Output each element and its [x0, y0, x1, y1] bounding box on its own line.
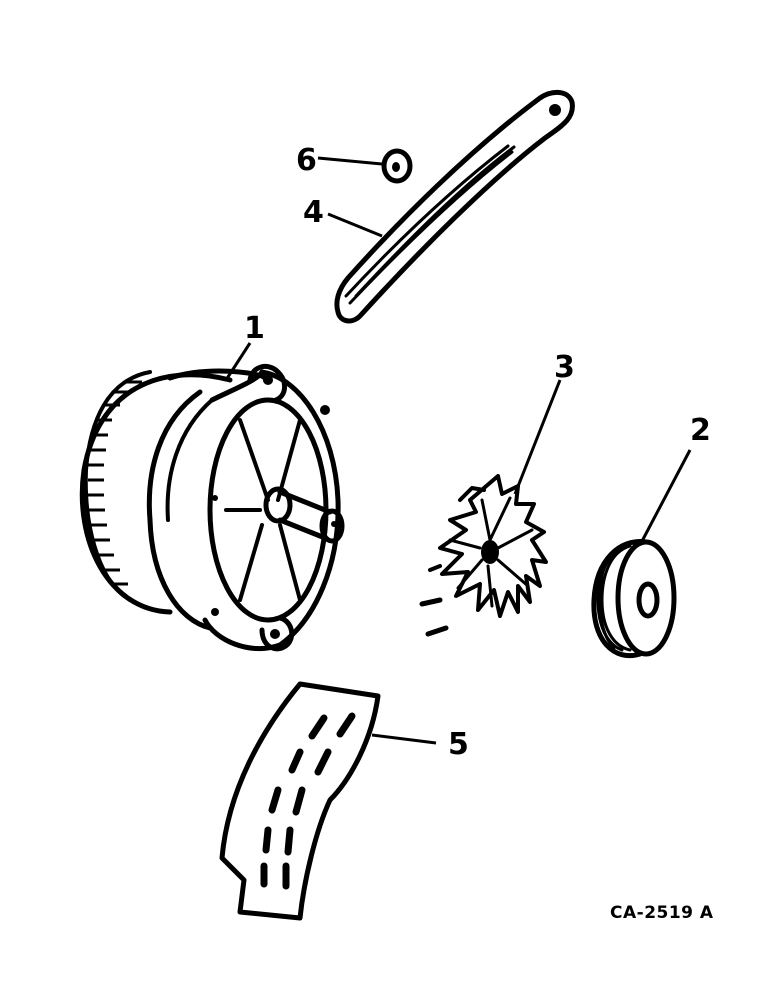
leader-5	[371, 733, 437, 745]
shield-icon[interactable]	[219, 681, 381, 921]
alternator-icon[interactable]	[79, 363, 345, 652]
leader-lines	[224, 156, 692, 745]
fan-icon[interactable]	[419, 474, 548, 637]
leader-4	[327, 212, 383, 238]
callout-1: 1	[244, 311, 265, 346]
leader-6	[317, 156, 383, 166]
pulley-icon[interactable]	[591, 539, 677, 659]
callout-6: 6	[296, 143, 317, 178]
leader-3	[513, 379, 562, 495]
leader-2	[638, 449, 692, 546]
callout-2: 2	[690, 413, 711, 448]
drawing-code: CA-2519 A	[610, 903, 714, 923]
washer-icon[interactable]	[381, 148, 413, 184]
callout-5: 5	[448, 727, 469, 762]
leader-1	[224, 342, 252, 381]
callout-4: 4	[303, 195, 324, 230]
adjusting-brace-icon[interactable]	[334, 90, 575, 324]
callout-3: 3	[554, 350, 575, 385]
